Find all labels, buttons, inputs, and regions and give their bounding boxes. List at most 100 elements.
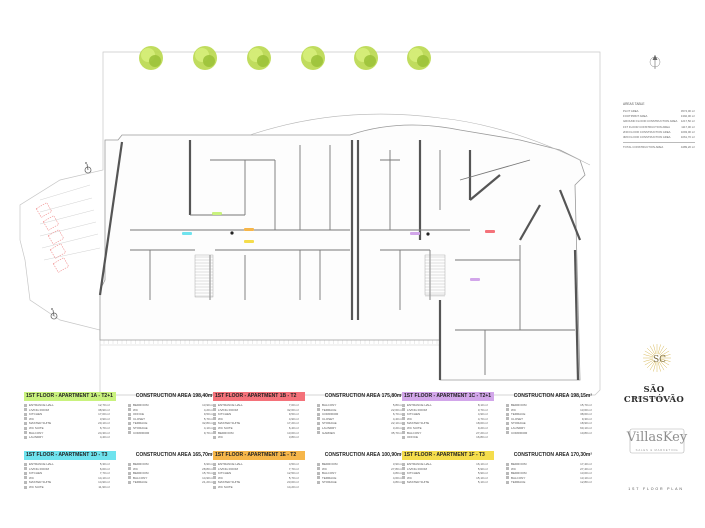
areas-summary-row-label: PLOT AREA: [623, 109, 639, 113]
room-area: 20,10 m²: [98, 421, 110, 426]
room-icon: [317, 426, 320, 430]
room-label: STORAGE: [133, 425, 148, 430]
room-icon: [128, 476, 131, 480]
room-icon: [128, 467, 131, 471]
room-area: 4,90 m²: [288, 416, 299, 421]
room-icon: [402, 435, 405, 439]
room-label: MASTER SUITE: [407, 480, 430, 485]
room-area: 10,80 m²: [580, 430, 592, 435]
room-label: BEDROOM: [218, 430, 234, 435]
areas-summary-rule: [623, 142, 695, 143]
room-area: 7,70 m²: [288, 466, 299, 471]
room-area: 6,70 m²: [99, 425, 110, 430]
room-area: 14,90 m²: [202, 475, 214, 480]
room-icon: [213, 412, 216, 416]
room-icon: [317, 422, 320, 426]
room-label: WC: [511, 407, 516, 412]
room-label: WC: [407, 416, 412, 421]
room-area: 16,80 m²: [476, 435, 488, 440]
room-area: 18,90 m²: [580, 421, 592, 426]
room-label: ENTRANCE HALL: [218, 462, 243, 466]
apartment-marker: [485, 230, 495, 233]
room-icon: [213, 417, 216, 421]
room-icon: [402, 422, 405, 426]
tree-icon: [301, 46, 325, 70]
room-label: BALCONY: [322, 403, 337, 407]
room-area: 7,70 m²: [99, 471, 110, 476]
apartment-construction-area: CONSTRUCTION AREA 198,40m²: [135, 393, 214, 399]
room-icon: [506, 417, 509, 421]
room-area: 5,10 m²: [477, 480, 488, 485]
areas-summary-row-value: 1061,70 m²: [680, 135, 695, 140]
room-label: WC SUITE: [29, 484, 44, 489]
room-area: 18,00 m²: [476, 421, 488, 426]
room-icon: [24, 431, 27, 435]
room-label: CORRIDOR: [511, 430, 528, 435]
site-boundary: [19, 51, 601, 396]
room-icon: [24, 417, 27, 421]
room-label: BALCONY: [133, 475, 148, 480]
apartment-construction-area: CONSTRUCTION AREA 170,30m²: [513, 452, 592, 458]
room-icon: [402, 408, 405, 412]
room-area: 5,80 m²: [392, 403, 403, 407]
areas-summary-row: 3RD FLOOR CONSTRUCTION AREA 1061,70 m²: [623, 135, 695, 140]
room-label: OFFICE: [407, 435, 418, 440]
room-label: TERRACE: [511, 480, 526, 485]
room-area: 11,90 m²: [98, 484, 110, 489]
apartment-marker: [182, 232, 192, 235]
room-icon: [402, 412, 405, 416]
room-icon: [24, 476, 27, 480]
room-label: CORRIDOR: [133, 430, 150, 435]
room-icon: [24, 426, 27, 430]
room-label: KITCHEN: [407, 412, 421, 417]
room-row: WC SUITE 11,90 m²: [24, 485, 110, 490]
room-icon: [128, 408, 131, 412]
villaskey-frame: [629, 428, 685, 454]
room-icon: [317, 412, 320, 416]
apartment-construction-area: CONSTRUCTION AREA 198,15m²: [513, 393, 592, 399]
room-area: 6,90 m²: [203, 462, 214, 466]
room-icon: [213, 485, 216, 489]
areas-summary-row-label: 3RD FLOOR CONSTRUCTION AREA: [623, 135, 671, 140]
room-label: BEDROOM: [322, 462, 338, 466]
room-icon: [24, 481, 27, 485]
room-row: CORRIDOR 10,80 m²: [506, 431, 592, 436]
room-area: 28,80 m²: [202, 466, 214, 471]
room-label: WC: [218, 475, 223, 480]
tree-icon: [139, 46, 163, 70]
apartment-title: 1ST FLOOR - APARTMENT 1B - T2: [213, 392, 305, 401]
room-icon: [213, 422, 216, 426]
room-area: 22,60 m²: [391, 407, 403, 412]
room-label: LIVING ROOM: [407, 466, 428, 471]
room-label: TERRACE: [511, 412, 526, 417]
room-label: BEDROOM: [511, 462, 527, 466]
room-label: WC: [511, 466, 516, 471]
room-label: KITCHEN: [29, 412, 43, 417]
